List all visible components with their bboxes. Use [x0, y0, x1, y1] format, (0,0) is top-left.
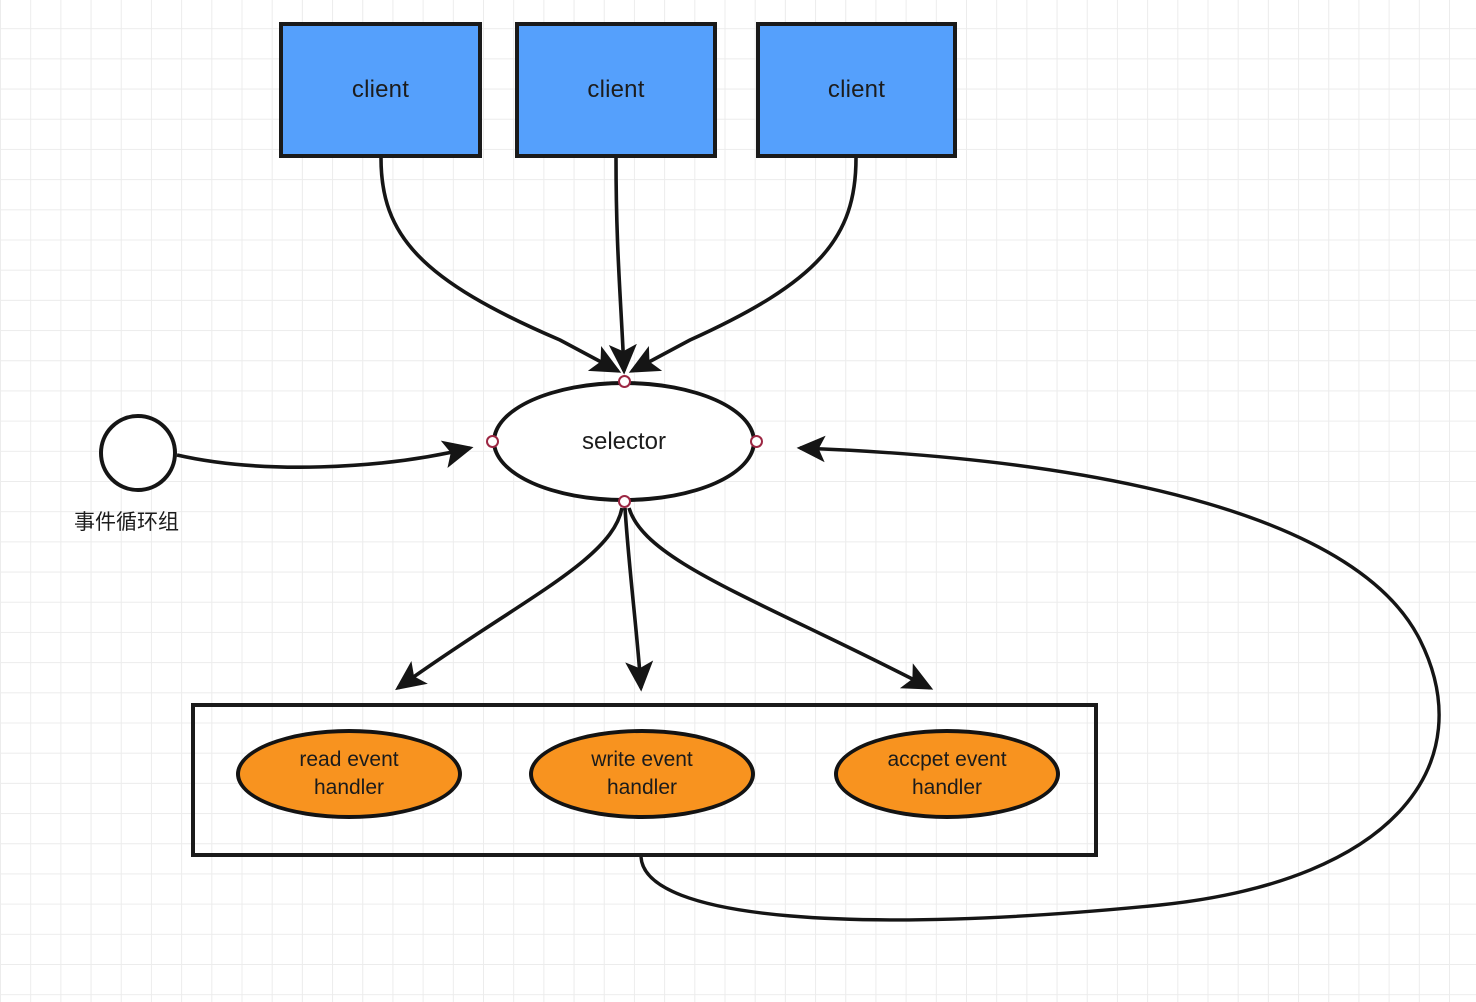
write-event-handler-label: write event handler — [591, 746, 693, 801]
selector-anchor-top[interactable] — [618, 375, 631, 388]
read-event-handler-node[interactable]: read event handler — [236, 729, 462, 819]
write-event-handler-line1: write event — [591, 748, 693, 772]
selector-anchor-left[interactable] — [486, 435, 499, 448]
accpet-event-handler-node[interactable]: accpet event handler — [834, 729, 1060, 819]
accpet-event-handler-label: accpet event handler — [887, 746, 1006, 801]
accpet-event-handler-line2: handler — [911, 776, 983, 799]
write-event-handler-node[interactable]: write event handler — [529, 729, 755, 819]
client-box-3-label: client — [827, 76, 886, 103]
edge-selector-to-accpet-handler — [627, 507, 934, 690]
edge-selector-to-write-handler — [623, 507, 654, 692]
read-event-handler-line1: read event — [299, 748, 399, 772]
edge-client3-to-selector — [628, 157, 858, 373]
edge-eventloopgroup-to-selector — [176, 440, 474, 469]
client-box-1[interactable]: client — [279, 22, 482, 158]
selector-label: selector — [581, 427, 667, 455]
selector-anchor-bottom[interactable] — [618, 495, 631, 508]
handler-container — [191, 703, 1098, 857]
event-loop-group-label: 事件循环组 — [74, 511, 179, 534]
edge-client2-to-selector — [608, 157, 637, 375]
accpet-event-handler-line1: accpet event — [887, 748, 1007, 772]
read-event-handler-line2: handler — [313, 776, 385, 799]
write-event-handler-line2: handler — [606, 776, 678, 799]
selector-node[interactable]: selector — [492, 381, 756, 502]
edge-selector-to-read-handler — [395, 507, 624, 691]
client-box-2-label: client — [587, 76, 645, 103]
edge-client1-to-selector — [379, 157, 622, 373]
read-event-handler-label: read event handler — [299, 746, 398, 801]
client-box-3[interactable]: client — [756, 22, 957, 158]
selector-anchor-right[interactable] — [750, 435, 763, 448]
client-box-1-label: client — [351, 76, 410, 103]
event-loop-group-node[interactable] — [99, 414, 177, 492]
client-box-2[interactable]: client — [515, 22, 717, 158]
